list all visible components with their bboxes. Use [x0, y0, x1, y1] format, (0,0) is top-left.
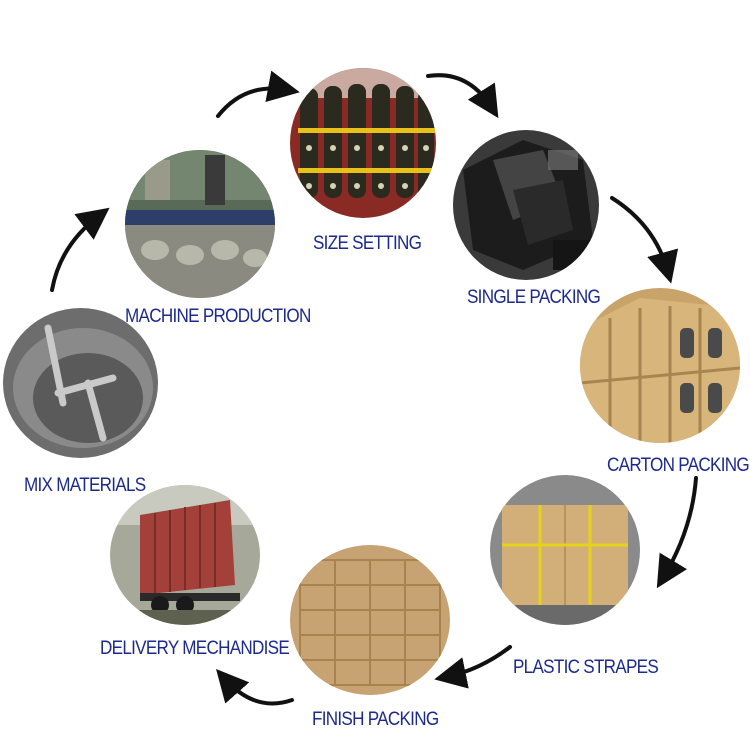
arrow-mix-to-machine [52, 215, 100, 290]
arrow-strapes-to-finish [446, 647, 510, 677]
arrow-single-to-carton [612, 198, 668, 272]
arrow-size-to-single [428, 75, 492, 108]
arrow-carton-to-strapes [663, 478, 696, 578]
arrow-finish-to-delivery [224, 678, 292, 704]
arrow-machine-to-size [218, 88, 288, 116]
